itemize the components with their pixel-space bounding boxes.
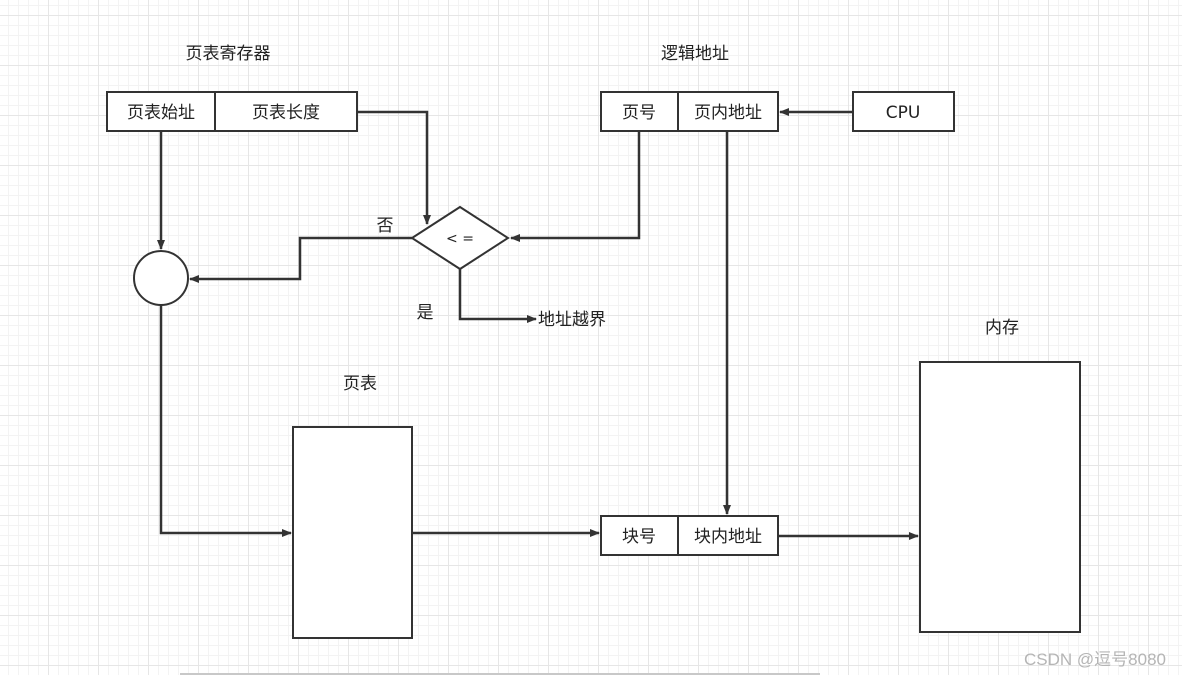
cpu-box [852,91,955,132]
memory-box [919,361,1081,633]
memory-title: 内存 [985,318,1019,338]
adder-circle [133,250,189,306]
physical-block-no-cell [600,515,679,556]
page-no-to-compare-arrow [510,131,641,242]
register-start-cell [106,91,216,132]
physical-block-no-label: 块号 [622,527,656,547]
logical-offset-cell [677,91,779,132]
page-table-title: 页表 [343,374,377,394]
logical-address-title: 逻辑地址 [661,44,729,64]
watermark: CSDN @逗号8080 [1024,650,1166,669]
physical-offset-cell [677,515,779,556]
physical-offset-label: 块内地址 [694,527,762,547]
page-table-register-title: 页表寄存器 [186,44,271,64]
compare-no-label: 否 [377,216,394,236]
bottom-scrollbar [180,673,820,675]
compare-no-to-adder-arrow [189,236,412,283]
register-length-label: 页表长度 [252,103,320,123]
adder-to-page-table-arrow [159,305,292,537]
logical-page-no-label: 页号 [622,103,656,123]
register-start-label: 页表始址 [127,103,195,123]
logical-offset-label: 页内地址 [694,103,762,123]
compare-yes-to-overflow-arrow [458,269,537,323]
register-length-cell [214,91,358,132]
compare-yes-label: 是 [417,303,434,323]
overflow-label: 地址越界 [538,310,606,330]
cpu-label: CPU [886,103,921,123]
length-to-compare-arrow [357,110,431,225]
page-table-box [292,426,413,639]
compare-symbol: < = [446,231,474,247]
